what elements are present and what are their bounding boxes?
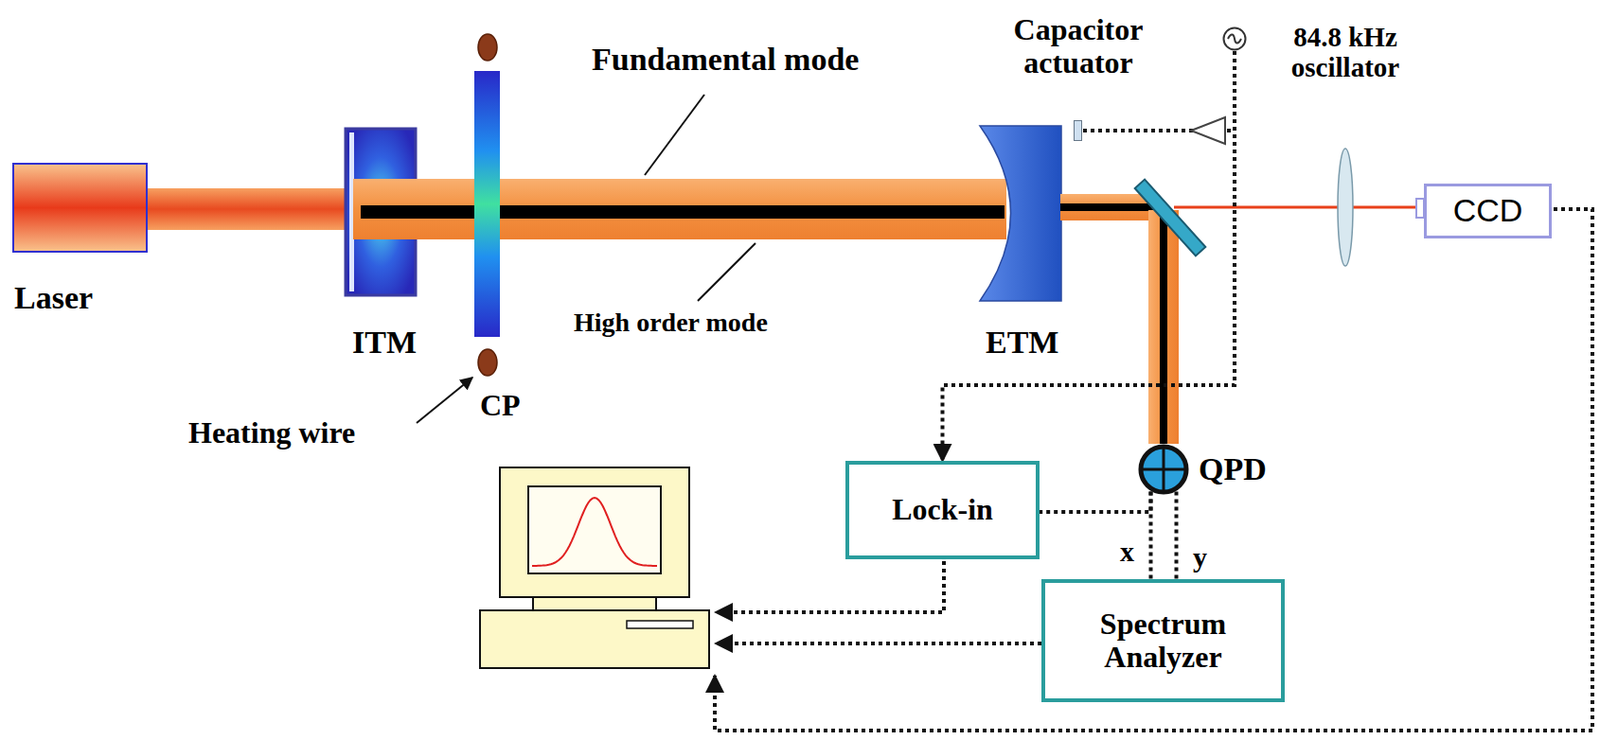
spectrum-analyzer-box: Spectrum Analyzer — [1041, 579, 1285, 703]
transmitted-beam — [1060, 194, 1156, 221]
box-label: CCD — [1453, 193, 1524, 229]
lock-in-box: Lock-in — [845, 461, 1040, 560]
part-label: Laser — [14, 280, 93, 316]
signal-wire — [714, 209, 1593, 731]
box-label: Lock-in — [891, 493, 994, 527]
compensation-plate: CP — [474, 71, 500, 338]
part-label: QPD — [1198, 451, 1267, 487]
mode-label: Fundamental mode — [591, 41, 859, 77]
signal-connector — [1174, 491, 1179, 580]
etm-body — [979, 125, 1062, 302]
part-label: ITM — [352, 324, 417, 360]
laser-source: Laser — [12, 162, 148, 253]
part-label: Heating wire — [188, 416, 356, 450]
laser-beam — [147, 188, 347, 231]
lens — [1337, 148, 1353, 267]
mode-label: High order mode — [573, 308, 768, 338]
reflected-beam — [1148, 210, 1179, 445]
compensation-plate-body — [474, 71, 500, 338]
transmitted-core — [1060, 203, 1156, 212]
oscillator-outline — [1222, 26, 1247, 52]
signal-connector — [1149, 491, 1154, 580]
itm-mirror: ITM — [344, 127, 417, 297]
screen-curve — [532, 497, 658, 567]
heating-wire-dot — [478, 349, 498, 376]
amplifier-symbol — [1191, 117, 1226, 144]
reflected-core — [1159, 210, 1168, 445]
part-label: ETM — [985, 324, 1059, 360]
part-label: Capacitor actuator — [978, 13, 1178, 80]
signal-name: y — [1191, 541, 1209, 573]
high-order-mode-beam — [360, 205, 1005, 219]
part-label: 84.8 kHz oscillator — [1260, 22, 1431, 84]
ccd-beam — [1173, 206, 1417, 210]
ccd-camera: CCD — [1423, 183, 1552, 239]
capacitor-actuator: Capacitor actuator — [1073, 120, 1083, 142]
signal-connector — [942, 51, 1236, 462]
ccd-lens-stub — [1416, 198, 1424, 218]
signal-name: x — [1118, 535, 1137, 568]
heating-wire-arrow — [416, 377, 473, 424]
part-label: CP — [480, 389, 521, 423]
cavity-beam — [353, 178, 1007, 240]
leader-line — [644, 94, 705, 176]
etm-mirror: ETM — [974, 125, 1062, 302]
box-label: Spectrum Analyzer — [1050, 607, 1276, 675]
heating-wire-dot — [478, 34, 498, 61]
beam-splitter — [1135, 179, 1207, 257]
leader-line — [697, 243, 756, 302]
quadrant-photodiode: QPD — [1137, 444, 1190, 496]
signal-connector — [1039, 491, 1152, 513]
oscillator-symbol: 84.8 kHz oscillator — [1222, 26, 1247, 52]
photodiode-outline — [1137, 444, 1190, 496]
computer-symbol — [480, 467, 710, 669]
